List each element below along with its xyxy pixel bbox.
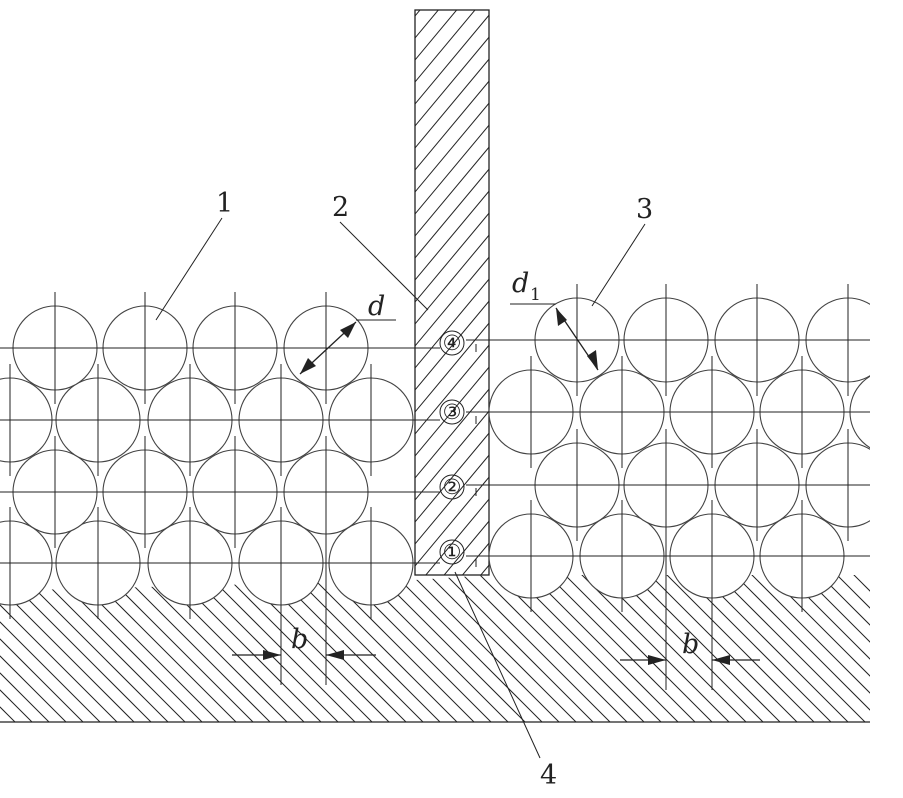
layer-marker-text: ① <box>443 540 462 564</box>
spacing-dimension-right: b <box>620 505 760 690</box>
hatch-line <box>804 575 870 722</box>
hatch-line <box>634 575 816 722</box>
diameter-label-d1-subscript: 1 <box>530 285 541 305</box>
hatch-line <box>464 575 646 722</box>
diameter-dimension-left: d <box>299 291 396 375</box>
hatch-line <box>447 575 629 722</box>
layer-center-lines <box>0 339 870 567</box>
hatch-line <box>821 575 870 722</box>
hatch-line <box>0 575 119 722</box>
hatch-line <box>415 10 458 61</box>
hatch-line <box>443 520 489 575</box>
hatch-line <box>415 256 489 347</box>
leader-part-4: 4 <box>454 571 557 791</box>
hatch-line <box>415 344 489 435</box>
base-metal-hatch <box>0 560 903 740</box>
layer-marker-text: ② <box>443 475 462 499</box>
diameter-dimension-right: d 1 <box>510 268 599 371</box>
hatch-line <box>415 278 489 369</box>
hatch-line <box>415 190 489 281</box>
vertical-plate <box>414 9 490 576</box>
part-label-4: 4 <box>540 760 557 791</box>
hatch-line <box>400 640 500 760</box>
plate-hatch <box>400 10 500 760</box>
hatch-line <box>855 575 870 722</box>
hatch-line <box>549 575 731 722</box>
part-label-3: 3 <box>636 194 653 225</box>
leader-part-3: 3 <box>591 194 653 307</box>
hatch-line <box>0 575 102 722</box>
hatch-line <box>415 80 489 171</box>
hatch-line <box>124 575 306 722</box>
hatch-line <box>415 168 489 259</box>
hatch-line <box>0 575 51 722</box>
hatch-line <box>415 300 489 391</box>
hatch-line <box>400 618 500 738</box>
spacing-label-b-left: b <box>291 624 308 655</box>
right-weld-wires <box>488 284 870 612</box>
hatch-line <box>873 560 903 740</box>
layer-marker-2: ② <box>439 474 465 500</box>
hatch-line <box>480 564 489 575</box>
hatch-line <box>107 575 289 722</box>
hatch-line <box>415 14 489 105</box>
hatch-line <box>415 102 489 193</box>
leader-part-2: 2 <box>332 192 429 311</box>
hatch-line <box>294 575 476 722</box>
hatch-line <box>396 575 578 722</box>
hatch-line <box>617 575 799 722</box>
hatch-line <box>415 10 476 83</box>
hatch-line <box>0 575 34 722</box>
layer-marker-1: ① <box>439 539 465 565</box>
hatch-line <box>379 575 561 722</box>
hatch-line <box>0 575 85 722</box>
left-weld-wires <box>0 292 414 619</box>
hatch-line <box>890 560 903 740</box>
leader-part-1: 1 <box>155 188 233 321</box>
part-label-1: 1 <box>216 188 233 219</box>
part-label-2: 2 <box>332 192 349 223</box>
hatch-line <box>415 410 489 501</box>
spacing-label-b-right: b <box>682 629 699 660</box>
hatch-line <box>415 36 489 127</box>
hatch-line <box>415 432 489 523</box>
hatch-line <box>415 146 489 237</box>
hatch-line <box>0 575 136 722</box>
hatch-line <box>415 234 489 325</box>
hatch-line <box>415 212 489 303</box>
hatch-line <box>425 498 489 575</box>
hatch-line <box>415 58 489 149</box>
hatch-line <box>415 322 489 413</box>
hatch-line <box>838 575 870 722</box>
hatch-line <box>736 575 870 722</box>
diameter-label-d1: d <box>512 268 529 299</box>
hatch-line <box>430 575 612 722</box>
hatch-line <box>415 388 489 479</box>
hatch-line <box>415 366 489 457</box>
hatch-line <box>532 575 714 722</box>
hatch-line <box>22 575 204 722</box>
layer-marker-4: ④ <box>439 330 465 356</box>
hatch-line <box>461 542 489 575</box>
layer-marker-3: ③ <box>439 399 465 425</box>
spacing-dimension-left: b <box>232 505 376 685</box>
layer-marker-text: ③ <box>443 400 462 424</box>
hatch-line <box>400 574 500 694</box>
hatch-line <box>0 575 68 722</box>
hatch-line <box>415 476 489 567</box>
hatch-line <box>413 575 595 722</box>
hatch-line <box>209 575 391 722</box>
hatch-line <box>415 10 421 17</box>
hatch-line <box>415 10 439 39</box>
hatch-line <box>415 454 489 545</box>
layer-marker-text: ④ <box>443 331 462 355</box>
hatch-line <box>415 124 489 215</box>
diameter-label-d: d <box>368 291 385 322</box>
hatch-line <box>719 575 870 722</box>
hatch-line <box>651 575 833 722</box>
hatch-line <box>192 575 374 722</box>
